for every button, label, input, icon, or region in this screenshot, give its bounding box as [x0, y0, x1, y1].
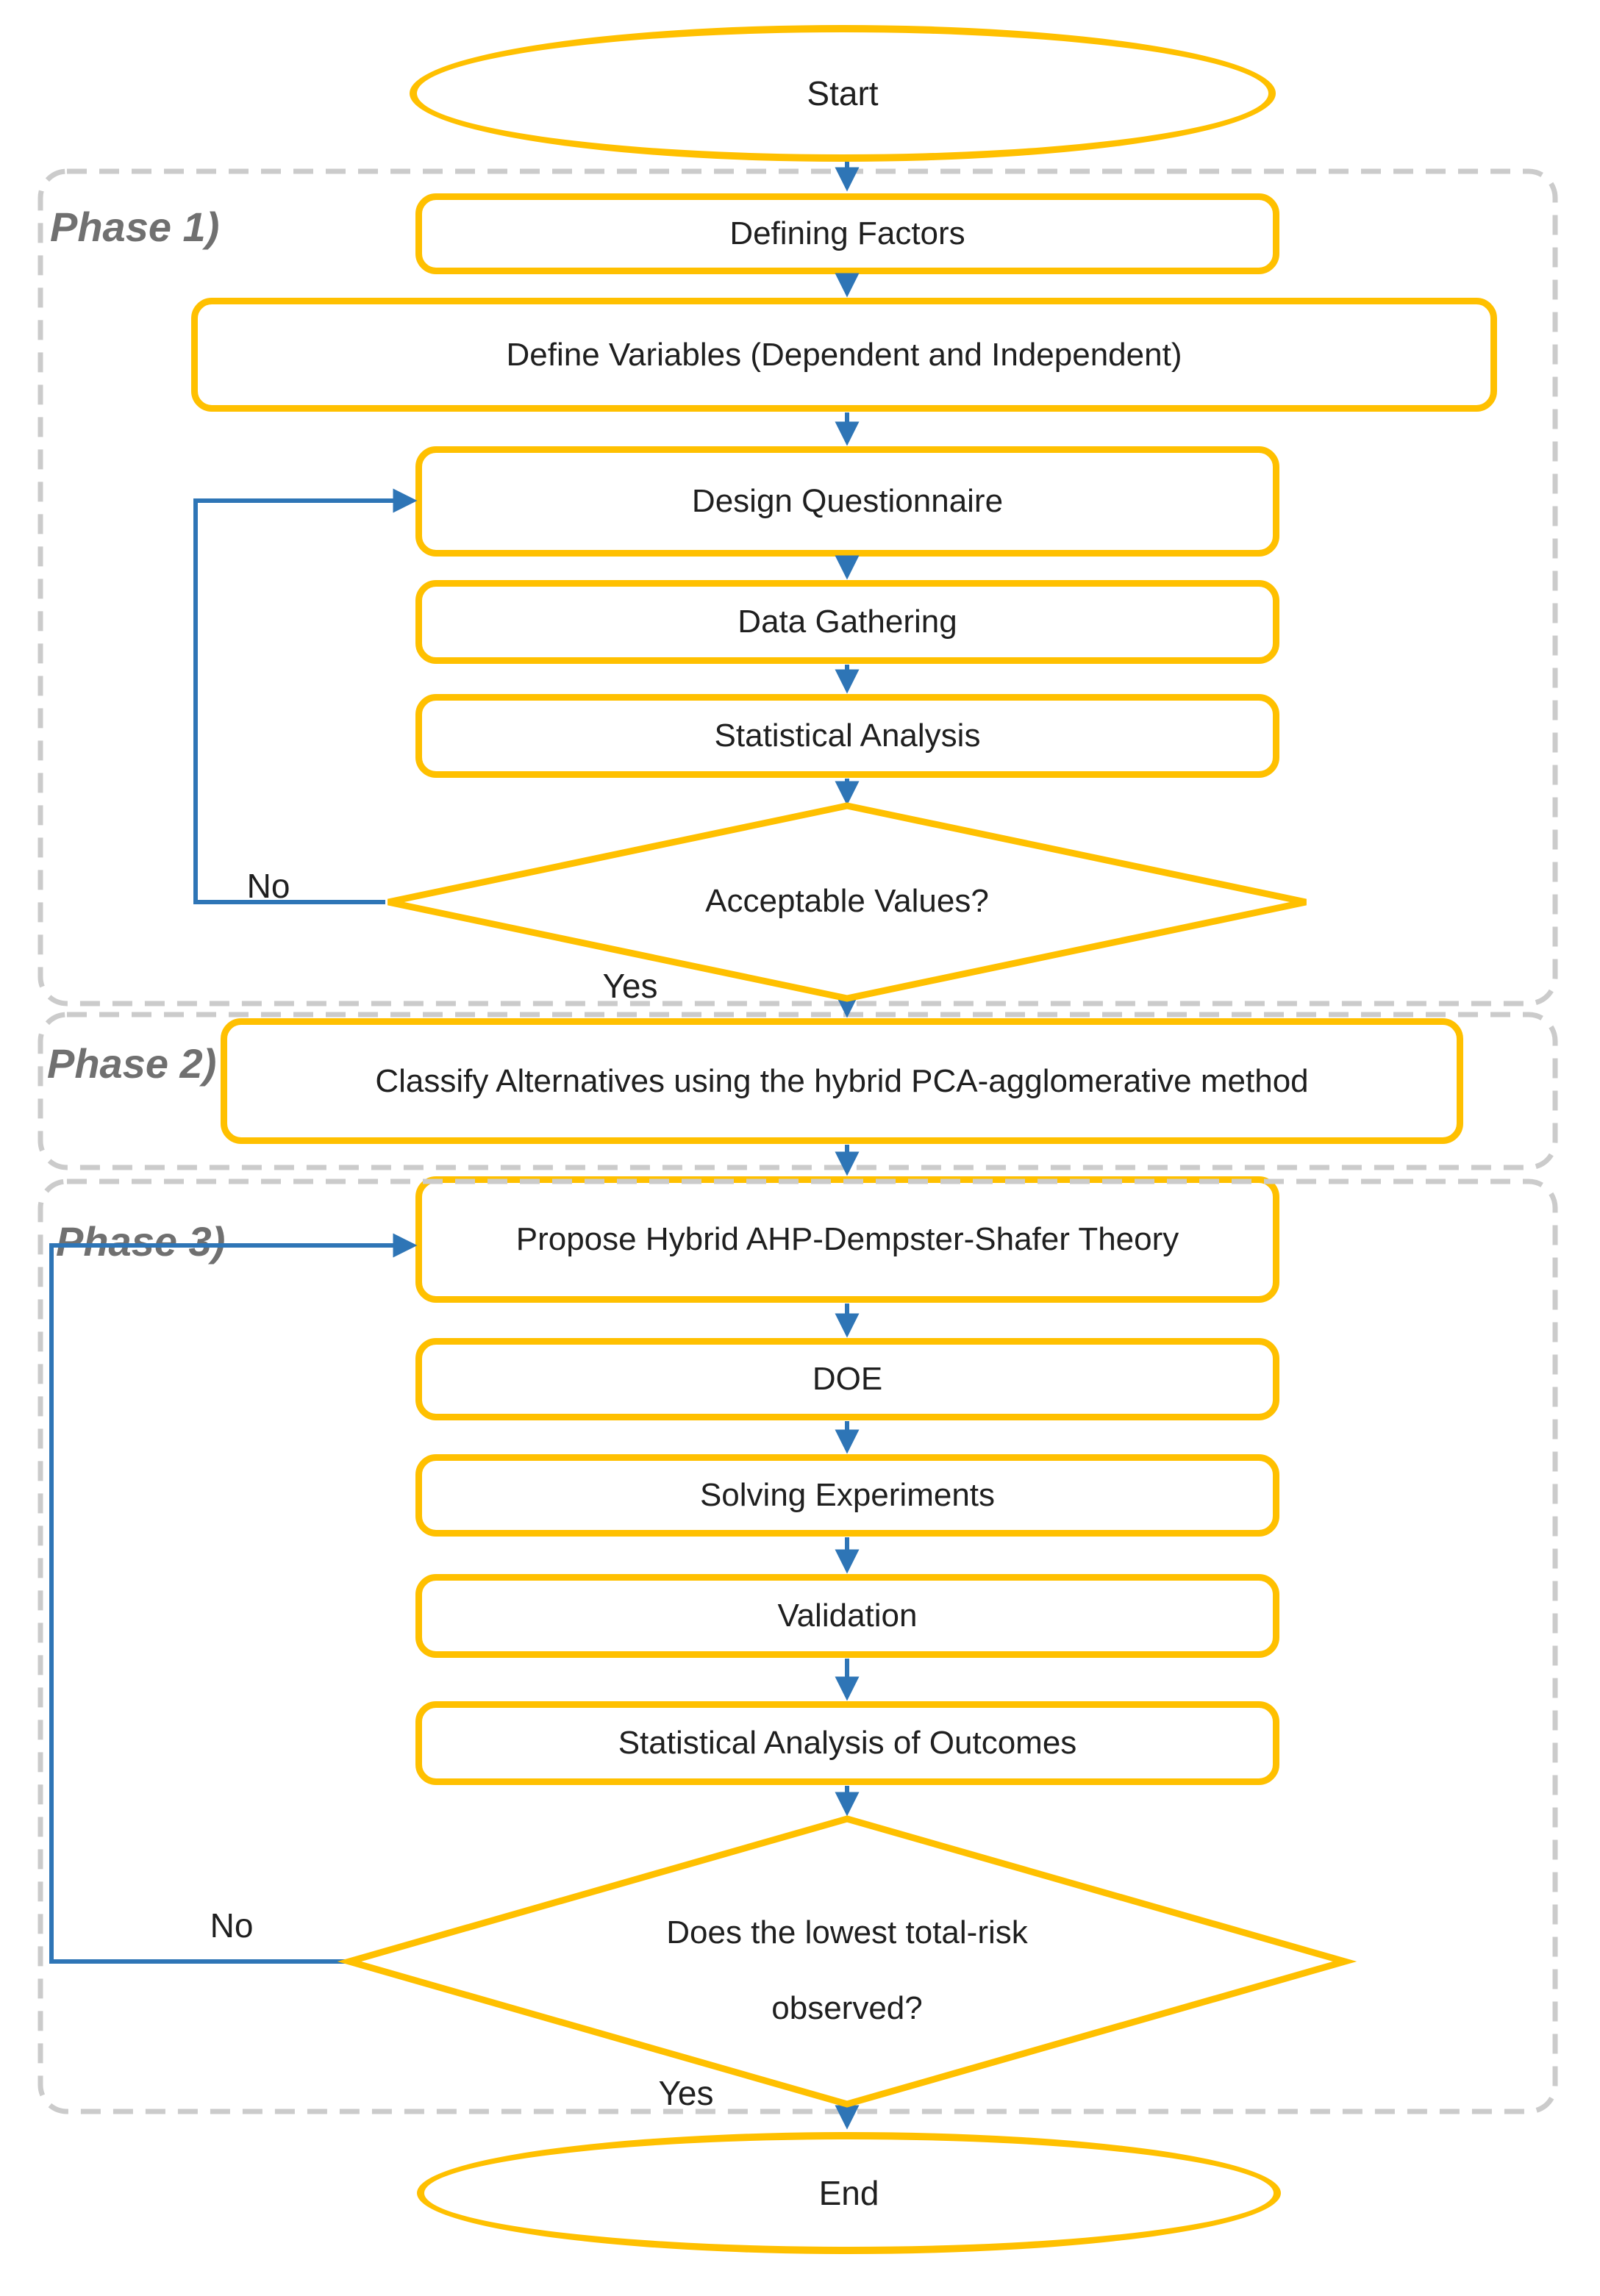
process-define-variables: Define Variables (Dependent and Independ… [191, 298, 1497, 412]
process-design-questionnaire: Design Questionnaire [415, 446, 1279, 557]
process-defining-factors: Defining Factors [415, 193, 1279, 274]
process-propose-hybrid: Propose Hybrid AHP-Dempster-Shafer Theor… [415, 1176, 1279, 1303]
decision-lowest-risk-label-line1: Does the lowest total-risk [666, 1914, 1028, 1950]
phase2-boundary [38, 1012, 1558, 1170]
process-statistical-outcomes: Statistical Analysis of Outcomes [415, 1701, 1279, 1785]
phase2-label: Phase 2) [47, 1040, 217, 1087]
process-validation: Validation [415, 1574, 1279, 1658]
phase3-boundary [38, 1179, 1558, 2114]
phase3-label: Phase 3) [56, 1218, 226, 1265]
diamond-acceptable-values [388, 802, 1307, 1002]
process-doe: DOE [415, 1338, 1279, 1420]
process-data-gathering: Data Gathering [415, 580, 1279, 664]
edge-label-no-acceptable-values: No [246, 867, 290, 905]
start-terminal: Start [410, 25, 1276, 162]
edge-label-no-lowest-risk: No [210, 1906, 254, 1945]
loop-no-lowest-risk-to-propose-hybrid [49, 1233, 418, 1964]
process-solving-experiments: Solving Experiments [415, 1454, 1279, 1537]
decision-acceptable-values-label: Acceptable Values? [705, 883, 989, 919]
edge-label-yes-acceptable-values: Yes [602, 967, 658, 1005]
phase1-boundary [38, 168, 1558, 1006]
process-classify-alternatives: Classify Alternatives using the hybrid P… [221, 1018, 1463, 1144]
decision-lowest-risk-label-line2: observed? [771, 1990, 923, 2026]
process-statistical-analysis: Statistical Analysis [415, 694, 1279, 778]
loop-no-acceptable-values-to-design-questionnaire [193, 488, 418, 904]
diamond-lowest-risk [337, 1815, 1357, 2108]
end-terminal: End [417, 2132, 1281, 2254]
phase1-label: Phase 1) [50, 204, 220, 250]
edge-label-yes-lowest-risk: Yes [658, 2074, 714, 2112]
